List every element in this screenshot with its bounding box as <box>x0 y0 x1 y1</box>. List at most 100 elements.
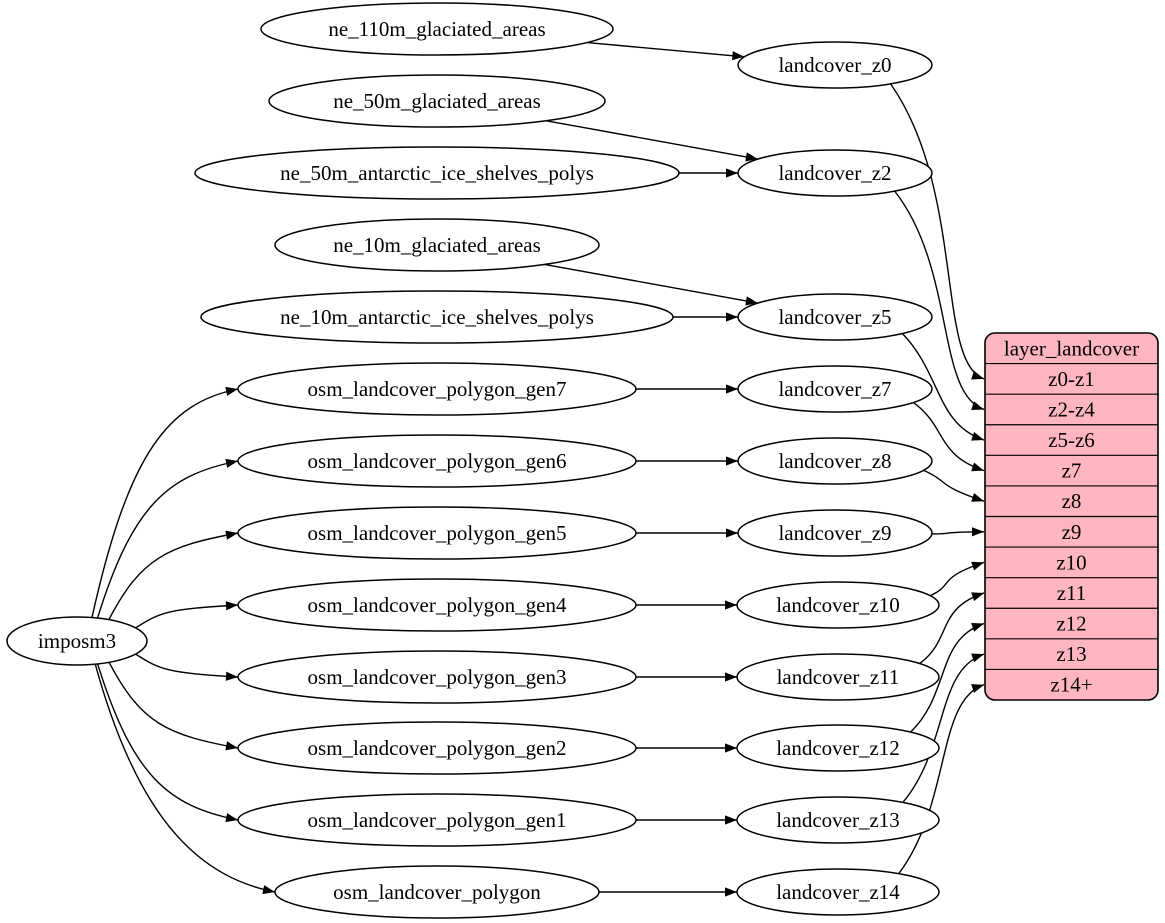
edge-landcover_z14--layer_landcover-row-10 <box>898 684 985 875</box>
arrowhead-icon <box>726 384 738 394</box>
node-osm_landcover_polygon_gen4: osm_landcover_polygon_gen4 <box>237 578 637 632</box>
node-osm_landcover_polygon: osm_landcover_polygon <box>274 865 600 919</box>
arrowhead-icon <box>745 296 758 306</box>
node-ellipse <box>237 434 637 488</box>
node-ellipse <box>194 146 680 200</box>
node-label: ne_10m_antarctic_ice_shelves_polys <box>280 305 594 329</box>
edge-landcover_z7--layer_landcover-row-3 <box>913 401 985 472</box>
record-layer-landcover: layer_landcoverz0-z1z2-z4z5-z6z7z8z9z10z… <box>984 332 1159 701</box>
node-landcover_z7: landcover_z7 <box>737 365 933 413</box>
edge-landcover_z2--layer_landcover-row-1 <box>894 190 985 411</box>
arrowhead-icon <box>971 592 984 602</box>
node-label: ne_110m_glaciated_areas <box>328 17 545 41</box>
node-ellipse <box>737 41 933 89</box>
node-ellipse <box>6 616 148 666</box>
node-landcover_z2: landcover_z2 <box>737 149 933 197</box>
record-row-6: z10 <box>1056 550 1086 574</box>
record-row-7: z11 <box>1057 581 1087 605</box>
node-landcover_z9: landcover_z9 <box>737 509 933 557</box>
edge-ne_50m_glaciated_areas--landcover_z2 <box>546 120 759 160</box>
edge-landcover_z9--layer_landcover-row-5 <box>931 531 985 535</box>
node-label: landcover_z9 <box>778 521 891 545</box>
arrowhead-icon <box>225 458 238 468</box>
node-label: landcover_z10 <box>776 593 900 617</box>
node-ellipse <box>237 578 637 632</box>
node-landcover_z8: landcover_z8 <box>737 437 933 485</box>
record-row-0: z0-z1 <box>1048 367 1095 391</box>
edge-imposm3--osm_landcover_polygon_gen3 <box>135 653 239 678</box>
arrowhead-icon <box>726 168 738 178</box>
node-landcover_z0: landcover_z0 <box>737 41 933 89</box>
node-ne_50m_antarctic_ice_shelves_polys: ne_50m_antarctic_ice_shelves_polys <box>194 146 680 200</box>
node-ellipse <box>237 362 637 416</box>
node-ne_10m_glaciated_areas: ne_10m_glaciated_areas <box>274 218 600 272</box>
node-landcover_z12: landcover_z12 <box>736 724 940 772</box>
node-label: ne_10m_glaciated_areas <box>333 233 541 257</box>
node-ellipse <box>737 365 933 413</box>
arrowhead-icon <box>726 528 738 538</box>
node-label: osm_landcover_polygon_gen6 <box>308 449 567 473</box>
node-label: landcover_z14 <box>776 880 900 904</box>
node-label: osm_landcover_polygon_gen1 <box>308 808 567 832</box>
edges-layer <box>91 41 985 893</box>
node-label: osm_landcover_polygon <box>333 880 541 904</box>
node-label: landcover_z0 <box>778 53 891 77</box>
arrowhead-icon <box>726 312 738 322</box>
node-ellipse <box>736 581 940 629</box>
node-label: ne_50m_glaciated_areas <box>333 89 541 113</box>
edge-ne_10m_glaciated_areas--landcover_z5 <box>544 263 759 304</box>
node-imposm3: imposm3 <box>6 616 148 666</box>
node-ellipse <box>737 437 933 485</box>
node-ellipse <box>237 506 637 560</box>
record-row-8: z12 <box>1056 612 1086 636</box>
node-ellipse <box>737 509 933 557</box>
arrowhead-icon <box>971 493 984 502</box>
arrowhead-icon <box>971 431 984 441</box>
node-label: landcover_z13 <box>776 808 900 832</box>
arrowhead-icon <box>726 456 738 466</box>
edge-ne_110m_glaciated_areas--landcover_z0 <box>587 41 745 58</box>
arrowhead-icon <box>262 885 275 895</box>
node-ellipse <box>737 293 933 341</box>
arrowhead-icon <box>971 401 984 411</box>
arrowhead-icon <box>745 152 758 162</box>
node-ellipse <box>736 653 940 701</box>
record-row-4: z8 <box>1062 489 1082 513</box>
node-label: landcover_z5 <box>778 305 891 329</box>
edge-landcover_z8--layer_landcover-row-4 <box>923 469 985 502</box>
node-ellipse <box>736 868 940 916</box>
node-ne_50m_glaciated_areas: ne_50m_glaciated_areas <box>268 74 606 128</box>
node-osm_landcover_polygon_gen3: osm_landcover_polygon_gen3 <box>237 650 637 704</box>
node-label: landcover_z7 <box>778 377 891 401</box>
record-row-9: z13 <box>1056 642 1086 666</box>
node-ellipse <box>736 796 940 844</box>
edge-landcover_z11--layer_landcover-row-7 <box>919 592 985 665</box>
nodes-layer: imposm3 ne_110m_glaciated_areas ne_50m_gla… <box>6 2 940 919</box>
arrowhead-icon <box>971 561 984 571</box>
node-landcover_z10: landcover_z10 <box>736 581 940 629</box>
edge-landcover_z13--layer_landcover-row-9 <box>902 653 985 803</box>
node-osm_landcover_polygon_gen5: osm_landcover_polygon_gen5 <box>237 506 637 560</box>
node-landcover_z13: landcover_z13 <box>736 796 940 844</box>
node-osm_landcover_polygon_gen2: osm_landcover_polygon_gen2 <box>237 721 637 775</box>
arrowhead-icon <box>225 671 238 681</box>
arrowhead-icon <box>725 815 737 825</box>
arrowhead-icon <box>225 741 238 751</box>
node-label: ne_50m_antarctic_ice_shelves_polys <box>280 161 594 185</box>
record-row-10: z14+ <box>1050 673 1092 697</box>
node-osm_landcover_polygon_gen6: osm_landcover_polygon_gen6 <box>237 434 637 488</box>
node-label: osm_landcover_polygon_gen2 <box>308 736 567 760</box>
arrowhead-icon <box>725 672 737 682</box>
node-label: osm_landcover_polygon_gen5 <box>308 521 567 545</box>
arrowhead-icon <box>725 887 737 897</box>
record-title: layer_landcover <box>1004 336 1139 360</box>
arrowhead-icon <box>971 462 984 472</box>
node-ellipse <box>200 290 674 344</box>
node-ellipse <box>274 218 600 272</box>
arrowhead-icon <box>225 601 238 611</box>
node-landcover_z11: landcover_z11 <box>736 653 940 701</box>
edge-imposm3--osm_landcover_polygon_gen2 <box>108 662 239 749</box>
node-ellipse <box>736 724 940 772</box>
